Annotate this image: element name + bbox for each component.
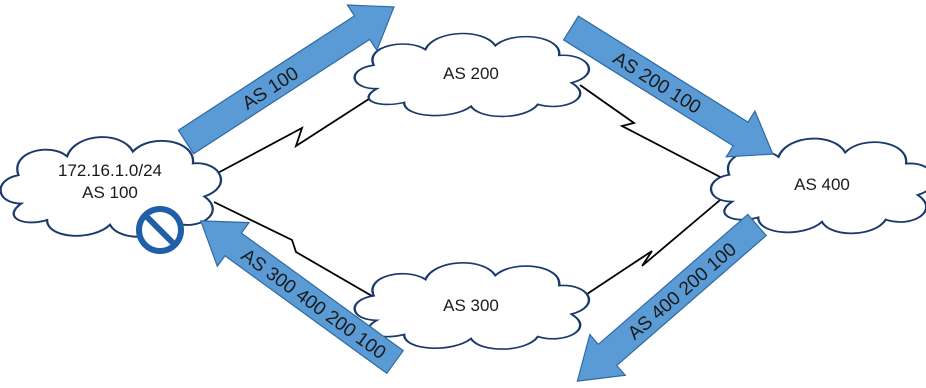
- arrow-as400-to-as300: AS 400 200 100: [576, 213, 768, 382]
- as400-label: AS 400: [794, 175, 850, 194]
- arrow-as200-to-as400-label: AS 200 100: [609, 48, 704, 118]
- link-as100-as300: [213, 201, 373, 297]
- link-as100-as200: [213, 96, 373, 176]
- link-as200-as400: [579, 84, 727, 181]
- no-entry-icon: [136, 206, 184, 254]
- links: [213, 84, 727, 301]
- as100-label: AS 100: [82, 183, 138, 202]
- as300-label: AS 300: [443, 296, 499, 315]
- arrow-as400-to-as300-label: AS 400 200 100: [624, 239, 741, 344]
- as100-prefix-label: 172.16.1.0/24: [58, 161, 162, 180]
- as200-label: AS 200: [443, 64, 499, 83]
- link-as300-as400: [577, 194, 727, 301]
